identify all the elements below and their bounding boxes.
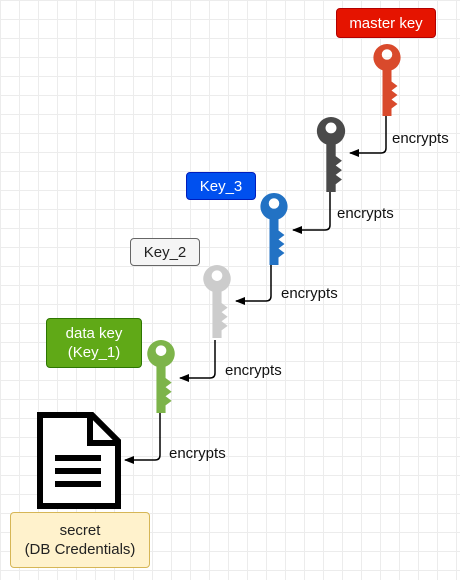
key-2-label: Key_2	[130, 238, 200, 266]
document-icon	[37, 412, 121, 509]
edge-label-master-to-dark: encrypts	[392, 130, 449, 147]
secret-text: secret (DB Credentials)	[24, 522, 136, 558]
master-to-dark-arrow	[349, 112, 387, 157]
key-3-label: Key_3	[186, 172, 256, 200]
connectors	[124, 112, 387, 464]
edge-label-dark-to-key3: encrypts	[337, 205, 394, 222]
data-key-icon	[147, 340, 175, 413]
secret-label: secret (DB Credentials)	[10, 512, 150, 568]
master-key-label: master key	[336, 8, 436, 38]
intermediate-key-icon	[316, 117, 346, 192]
edge-label-data-to-secret: encrypts	[169, 445, 226, 462]
master-key-icon	[373, 44, 401, 116]
key2-to-data-arrow	[179, 340, 216, 382]
edge-label-key3-to-key2: encrypts	[281, 285, 338, 302]
data-to-secret-arrow	[124, 412, 161, 464]
data-key-label: data key (Key_1)	[46, 318, 142, 368]
master-key-text: master key	[349, 14, 423, 32]
key-3-icon	[260, 193, 288, 265]
data-key-text: data key (Key_1)	[65, 325, 123, 361]
key-2-icon	[203, 265, 231, 338]
dark-to-key3-arrow	[292, 190, 331, 234]
key-2-text: Key_2	[143, 243, 187, 261]
key-3-text: Key_3	[199, 177, 243, 195]
key3-to-key2-arrow	[235, 262, 272, 305]
edge-label-key2-to-data: encrypts	[225, 362, 282, 379]
